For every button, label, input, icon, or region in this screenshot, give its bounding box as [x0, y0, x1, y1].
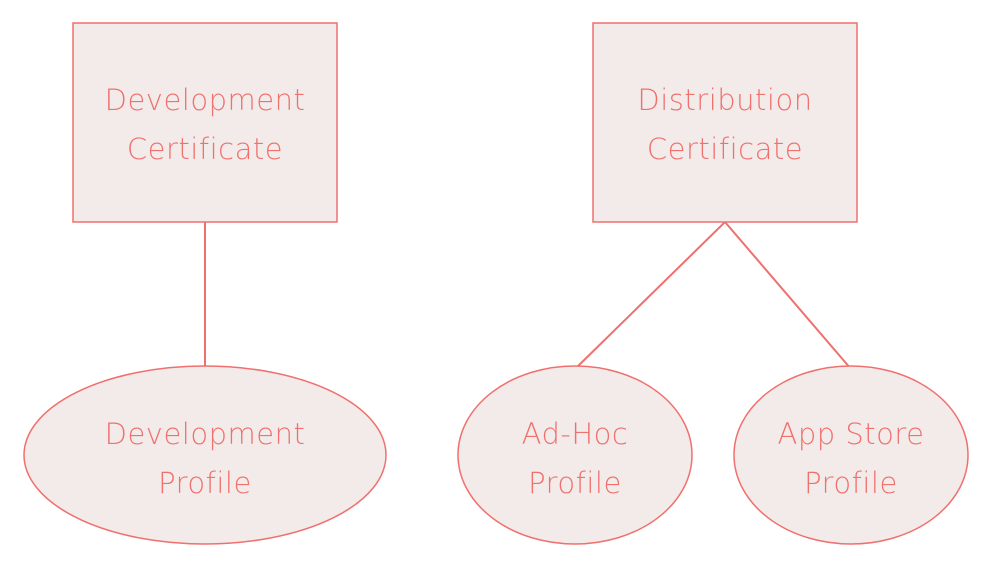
- dev-cert-node: Development Certificate: [72, 22, 338, 223]
- dev-cert-box: [72, 22, 338, 223]
- dev-profile-label-line2: Profile: [158, 466, 252, 500]
- appstore-profile-ellipse: [733, 365, 969, 545]
- adhoc-profile-ellipse: [457, 365, 693, 545]
- dev-cert-label-line2: Certificate: [127, 132, 283, 166]
- connector-dist-cert-to-appstore-profile: [724, 221, 852, 370]
- dev-profile-ellipse: [23, 365, 387, 545]
- connector-dist-cert-to-adhoc-profile: [574, 221, 726, 370]
- appstore-profile-node: App Store Profile: [733, 365, 969, 545]
- dev-profile-node: Development Profile: [23, 365, 387, 545]
- appstore-profile-label-line1: App Store: [777, 417, 924, 451]
- adhoc-profile-label-line2: Profile: [528, 466, 622, 500]
- dist-cert-label-line1: Distribution: [637, 83, 812, 117]
- adhoc-profile-node: Ad-Hoc Profile: [457, 365, 693, 545]
- appstore-profile-label-line2: Profile: [804, 466, 898, 500]
- dist-cert-box: [592, 22, 858, 223]
- adhoc-profile-label-line1: Ad-Hoc: [522, 417, 629, 451]
- dist-cert-node: Distribution Certificate: [592, 22, 858, 223]
- dev-profile-label-line1: Development: [105, 417, 306, 451]
- dist-cert-label-line2: Certificate: [647, 132, 803, 166]
- dev-cert-label-line1: Development: [105, 83, 306, 117]
